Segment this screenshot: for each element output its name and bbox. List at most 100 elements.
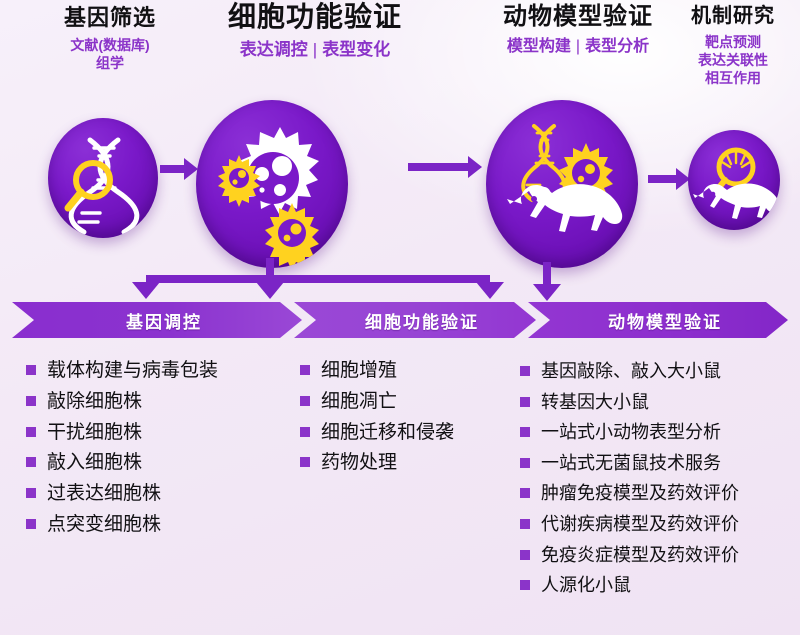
banner-step-gene-regulation[interactable]: 基因调控	[12, 302, 302, 338]
list-item: 肿瘤免疫模型及药效评价	[520, 478, 739, 509]
bullet-square-icon	[300, 426, 310, 437]
bullet-square-icon	[520, 396, 530, 407]
list-item-label: 敲除细胞株	[47, 390, 143, 412]
list-item-label: 肿瘤免疫模型及药效评价	[541, 483, 739, 504]
mouse-magnifier-icon	[693, 147, 780, 219]
header-mechanism-study: 机制研究 靶点预测 表达关联性 相互作用	[666, 6, 800, 88]
list-item: 过表达细胞株	[26, 479, 218, 510]
list-item-label: 人源化小鼠	[541, 575, 631, 596]
header-subtitle-part: 模型构建	[506, 38, 571, 56]
bracket-stem	[266, 258, 274, 278]
large-white-cell	[239, 127, 319, 214]
bracket-cell-to-columns	[118, 258, 518, 300]
header-subtitle-line: 组学	[96, 55, 124, 71]
list-item-label: 基因敲除、敲入大小鼠	[541, 361, 721, 381]
list-item-label: 转基因大小鼠	[541, 391, 649, 412]
stage-banner: 基因调控 细胞功能验证 动物模型验证	[12, 302, 788, 338]
list-item-label: 一站式无菌鼠技术服务	[541, 452, 721, 473]
node-animal-model	[486, 100, 800, 416]
bullet-square-icon	[520, 427, 530, 438]
header-subtitle-part: 表达调控	[239, 40, 308, 60]
node-disc	[688, 130, 780, 230]
bracket-arrow-right	[476, 282, 504, 299]
node-disc	[48, 118, 158, 238]
bullet-square-icon	[520, 457, 530, 468]
header-subtitle-separator: |	[575, 38, 581, 56]
dna-magnifier-icon	[64, 137, 140, 235]
small-yellow-cell-left	[218, 155, 260, 207]
banner-step-label: 基因调控	[126, 312, 202, 332]
header-subtitle-part: 表型分析	[585, 38, 650, 56]
bullet-square-icon	[300, 395, 310, 406]
column-animal-model: 基因敲除、敲入大小鼠 转基因大小鼠 一站式小动物表型分析 一站式无菌鼠技术服务 …	[520, 356, 739, 601]
list-item: 人源化小鼠	[520, 570, 739, 601]
header-cell-function: 细胞功能验证 表达调控|表型变化	[170, 2, 460, 61]
banner-step-label: 动物模型验证	[608, 312, 722, 332]
header-subtitle-line: 相互作用	[705, 69, 761, 86]
arrow-animal-to-column	[532, 262, 562, 302]
list-item-label: 细胞迁移和侵袭	[321, 421, 455, 443]
arrow-animal-to-mechanism	[648, 168, 690, 190]
header-subtitle-line: 表达关联性	[698, 51, 768, 68]
list-item-label: 药物处理	[321, 452, 398, 474]
header-title: 机制研究	[691, 5, 775, 27]
list-item: 点突变细胞株	[26, 510, 218, 541]
banner-step-label: 细胞功能验证	[365, 312, 479, 332]
list-item-label: 一站式小动物表型分析	[541, 422, 721, 443]
header-subtitle: 文献(数据库) 组学	[20, 37, 200, 73]
node-disc	[196, 100, 348, 268]
list-item: 细胞凋亡	[300, 387, 454, 418]
list-item: 敲入细胞株	[26, 448, 218, 479]
header-title: 细胞功能验证	[227, 1, 402, 32]
bullet-square-icon	[520, 518, 530, 529]
column-gene-regulation: 载体构建与病毒包装 敲除细胞株 干扰细胞株 敲入细胞株 过表达细胞株 点突变细胞…	[26, 356, 218, 541]
header-subtitle: 模型构建|表型分析	[448, 37, 708, 57]
header-subtitle-separator: |	[312, 40, 318, 60]
bullet-square-icon	[300, 457, 310, 468]
white-mouse-glyph	[693, 183, 780, 219]
banner-step-animal-model[interactable]: 动物模型验证	[528, 302, 788, 338]
list-item: 免疫炎症模型及药效评价	[520, 540, 739, 571]
list-item-label: 免疫炎症模型及药效评价	[541, 544, 739, 565]
list-item: 一站式小动物表型分析	[520, 417, 739, 448]
bullet-square-icon	[520, 366, 530, 376]
bullet-square-icon	[520, 580, 530, 591]
header-title: 动物模型验证	[503, 3, 653, 30]
list-item: 基因敲除、敲入大小鼠	[520, 356, 739, 387]
banner-step-cell-function[interactable]: 细胞功能验证	[294, 302, 536, 338]
list-item: 代谢疾病模型及药效评价	[520, 509, 739, 540]
header-subtitle: 表达调控|表型变化	[170, 39, 460, 61]
bracket-arrow-left	[132, 282, 160, 299]
column-cell-function: 细胞增殖 细胞凋亡 细胞迁移和侵袭 药物处理	[300, 356, 454, 479]
bullet-square-icon	[26, 518, 36, 529]
magnifier-glyph	[64, 160, 113, 212]
bracket-arrow-center	[256, 282, 284, 299]
node-disc	[486, 100, 638, 268]
list-item: 敲除细胞株	[26, 387, 218, 418]
list-item-label: 载体构建与病毒包装	[47, 360, 219, 381]
bullet-square-icon	[26, 488, 36, 499]
arrow-head	[533, 284, 561, 301]
bullet-square-icon	[26, 365, 36, 375]
white-mouse-glyph	[507, 184, 623, 232]
cells-viruses-icon	[218, 127, 319, 268]
list-item: 载体构建与病毒包装	[26, 356, 218, 387]
bullet-square-icon	[520, 549, 530, 560]
list-item-label: 细胞凋亡	[321, 390, 398, 412]
header-subtitle-line: 靶点预测	[705, 34, 761, 50]
header-gene-screening: 基因筛选 文献(数据库) 组学	[20, 6, 200, 73]
node-mechanism-study	[688, 130, 800, 319]
bullet-square-icon	[26, 426, 36, 437]
bullet-square-icon	[26, 395, 36, 406]
node-cell-function	[196, 100, 513, 416]
arrow-screening-to-cell	[160, 158, 198, 180]
list-item: 细胞迁移和侵袭	[300, 418, 454, 449]
list-item: 转基因大小鼠	[520, 387, 739, 418]
header-subtitle-line: 文献(数据库)	[70, 37, 150, 54]
list-item-label: 细胞增殖	[321, 360, 398, 381]
arrow-stem	[543, 262, 551, 286]
list-item: 药物处理	[300, 448, 454, 479]
list-item: 一站式无菌鼠技术服务	[520, 448, 739, 479]
header-title: 基因筛选	[63, 5, 156, 30]
